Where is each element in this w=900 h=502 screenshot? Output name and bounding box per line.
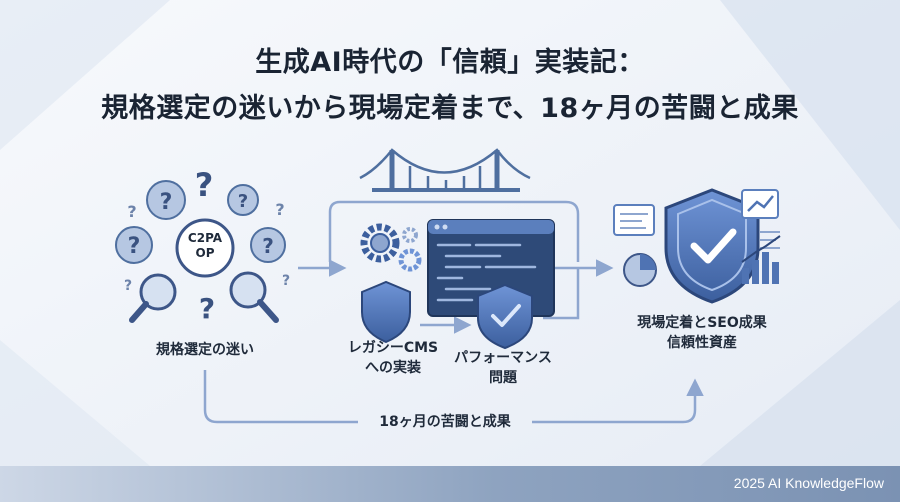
checkmark-icon [690,228,737,264]
svg-text:?: ? [238,191,248,212]
gear-icon [360,223,422,272]
svg-text:?: ? [127,202,136,221]
svg-text:?: ? [199,292,215,325]
timeline-arrow [203,370,695,424]
question-mark-icon: ? ? ? ? ? ? ? ? ? ? [124,166,290,325]
performance-label: パフォーマンス 問題 [448,348,558,388]
question-bubble-icon [115,180,286,264]
c2pa-badge-line-2: OP [195,246,215,260]
performance-label-line-2: 問題 [489,370,517,386]
svg-text:?: ? [128,234,141,259]
svg-text:?: ? [282,273,290,289]
performance-label-line-1: パフォーマンス [454,350,552,366]
selection-label: 規格選定の迷い [156,342,254,358]
result-label-line-1: 現場定着とSEO成果 [637,315,767,331]
result-stage [613,188,781,304]
result-label: 現場定着とSEO成果 信頼性資産 [622,313,782,353]
footer-brand: 2025 AI KnowledgeFlow [733,475,884,491]
timeline-label: 18ヶ月の苦闘と成果 [379,414,511,430]
checkmark-icon [491,304,521,327]
c2pa-badge-text: C2PA OP [181,231,229,261]
magnifier-icon [129,271,279,323]
pie-chart-icon [623,253,657,287]
trend-line-icon [741,189,779,219]
bridge-icon [359,148,531,192]
footer-bar: 2025 AI KnowledgeFlow [0,466,900,502]
svg-text:?: ? [160,190,173,215]
legacy-label-line-2: への実装 [365,360,421,376]
bar-chart-icon [741,235,781,284]
result-label-line-2: 信頼性資産 [667,335,737,351]
list-icon [760,231,780,249]
svg-text:?: ? [262,234,274,258]
flow-arrows [203,200,695,424]
svg-text:?: ? [275,200,284,219]
svg-text:?: ? [124,278,132,294]
title-line-2: 規格選定の迷いから現場定着まで、18ヶ月の苦闘と成果 [101,93,799,124]
arrow-perf-to-result [543,268,580,320]
c2pa-badge [175,218,235,278]
svg-text:?: ? [195,166,214,204]
shield-icon [664,188,760,304]
selection-stage: ? ? ? ? ? ? ? ? ? ? [115,166,290,325]
title-line-1: 生成AI時代の「信頼」実装記： [255,47,645,78]
c2pa-badge-line-1: C2PA [187,231,223,245]
legacy-label: レガシーCMS への実装 [343,338,443,378]
arrow-bridge-path [328,200,580,262]
legacy-label-line-1: レガシーCMS [347,340,439,356]
shield-icon [361,280,533,350]
